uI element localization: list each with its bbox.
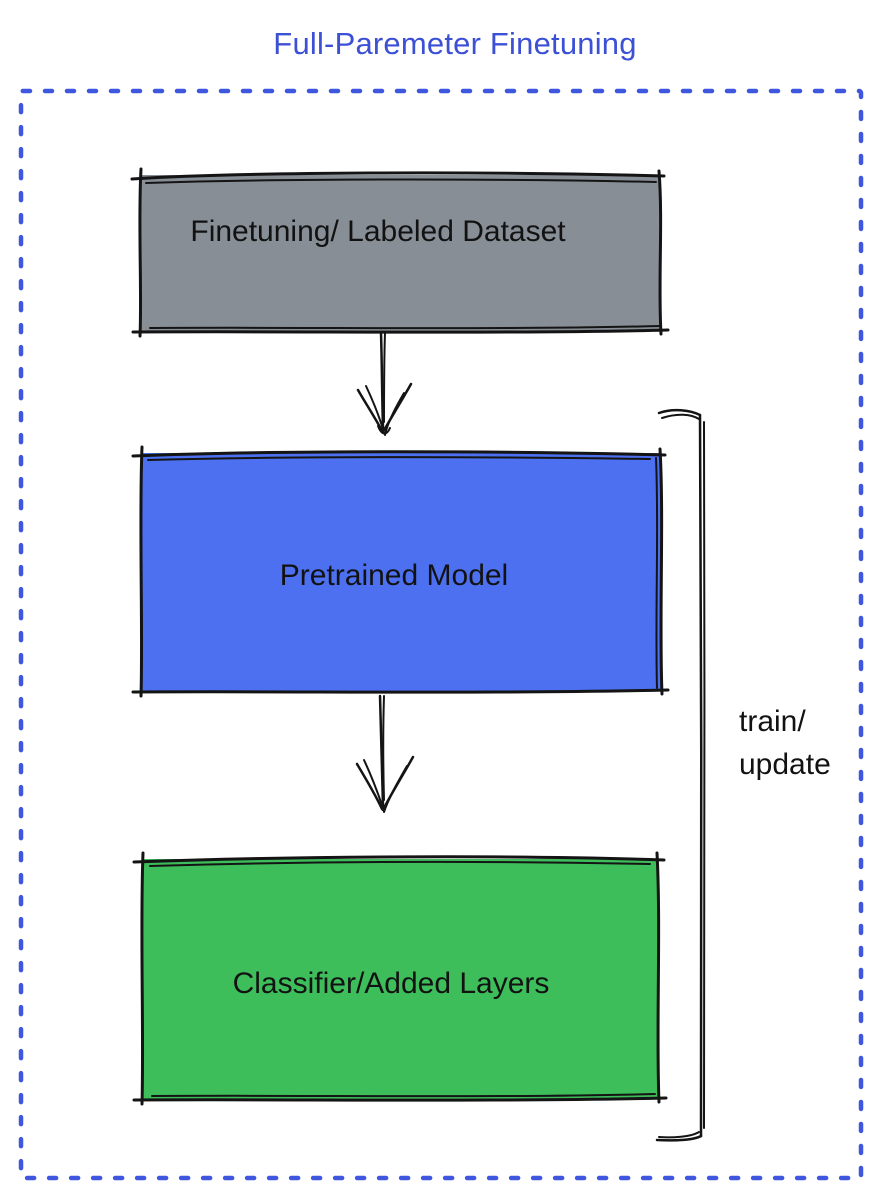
classifier-added-layers-fill <box>142 859 658 1099</box>
train-update-bracket <box>655 408 706 1142</box>
train-update-label-line2: update <box>739 748 831 781</box>
classifier-added-layers-box <box>132 851 668 1106</box>
pretrained-model-label: Pretrained Model <box>279 559 509 592</box>
classifier-added-layers-label: Classifier/Added Layers <box>232 967 550 1000</box>
finetuning-dataset-box <box>130 167 670 338</box>
train-update-label: train/ update <box>739 700 831 786</box>
dotted-frame <box>18 88 864 1181</box>
arrow-down-icon-2 <box>355 694 415 813</box>
pretrained-model-fill <box>141 453 661 691</box>
pretrained-model-box <box>131 445 670 698</box>
diagram-title: Full-Paremeter Finetuning <box>273 26 637 61</box>
finetuning-dataset-label: Finetuning/ Labeled Dataset <box>190 215 566 248</box>
arrow-down-icon-1 <box>356 331 413 436</box>
train-update-label-line1: train/ <box>739 705 806 738</box>
finetuning-dataset-fill <box>140 175 660 331</box>
